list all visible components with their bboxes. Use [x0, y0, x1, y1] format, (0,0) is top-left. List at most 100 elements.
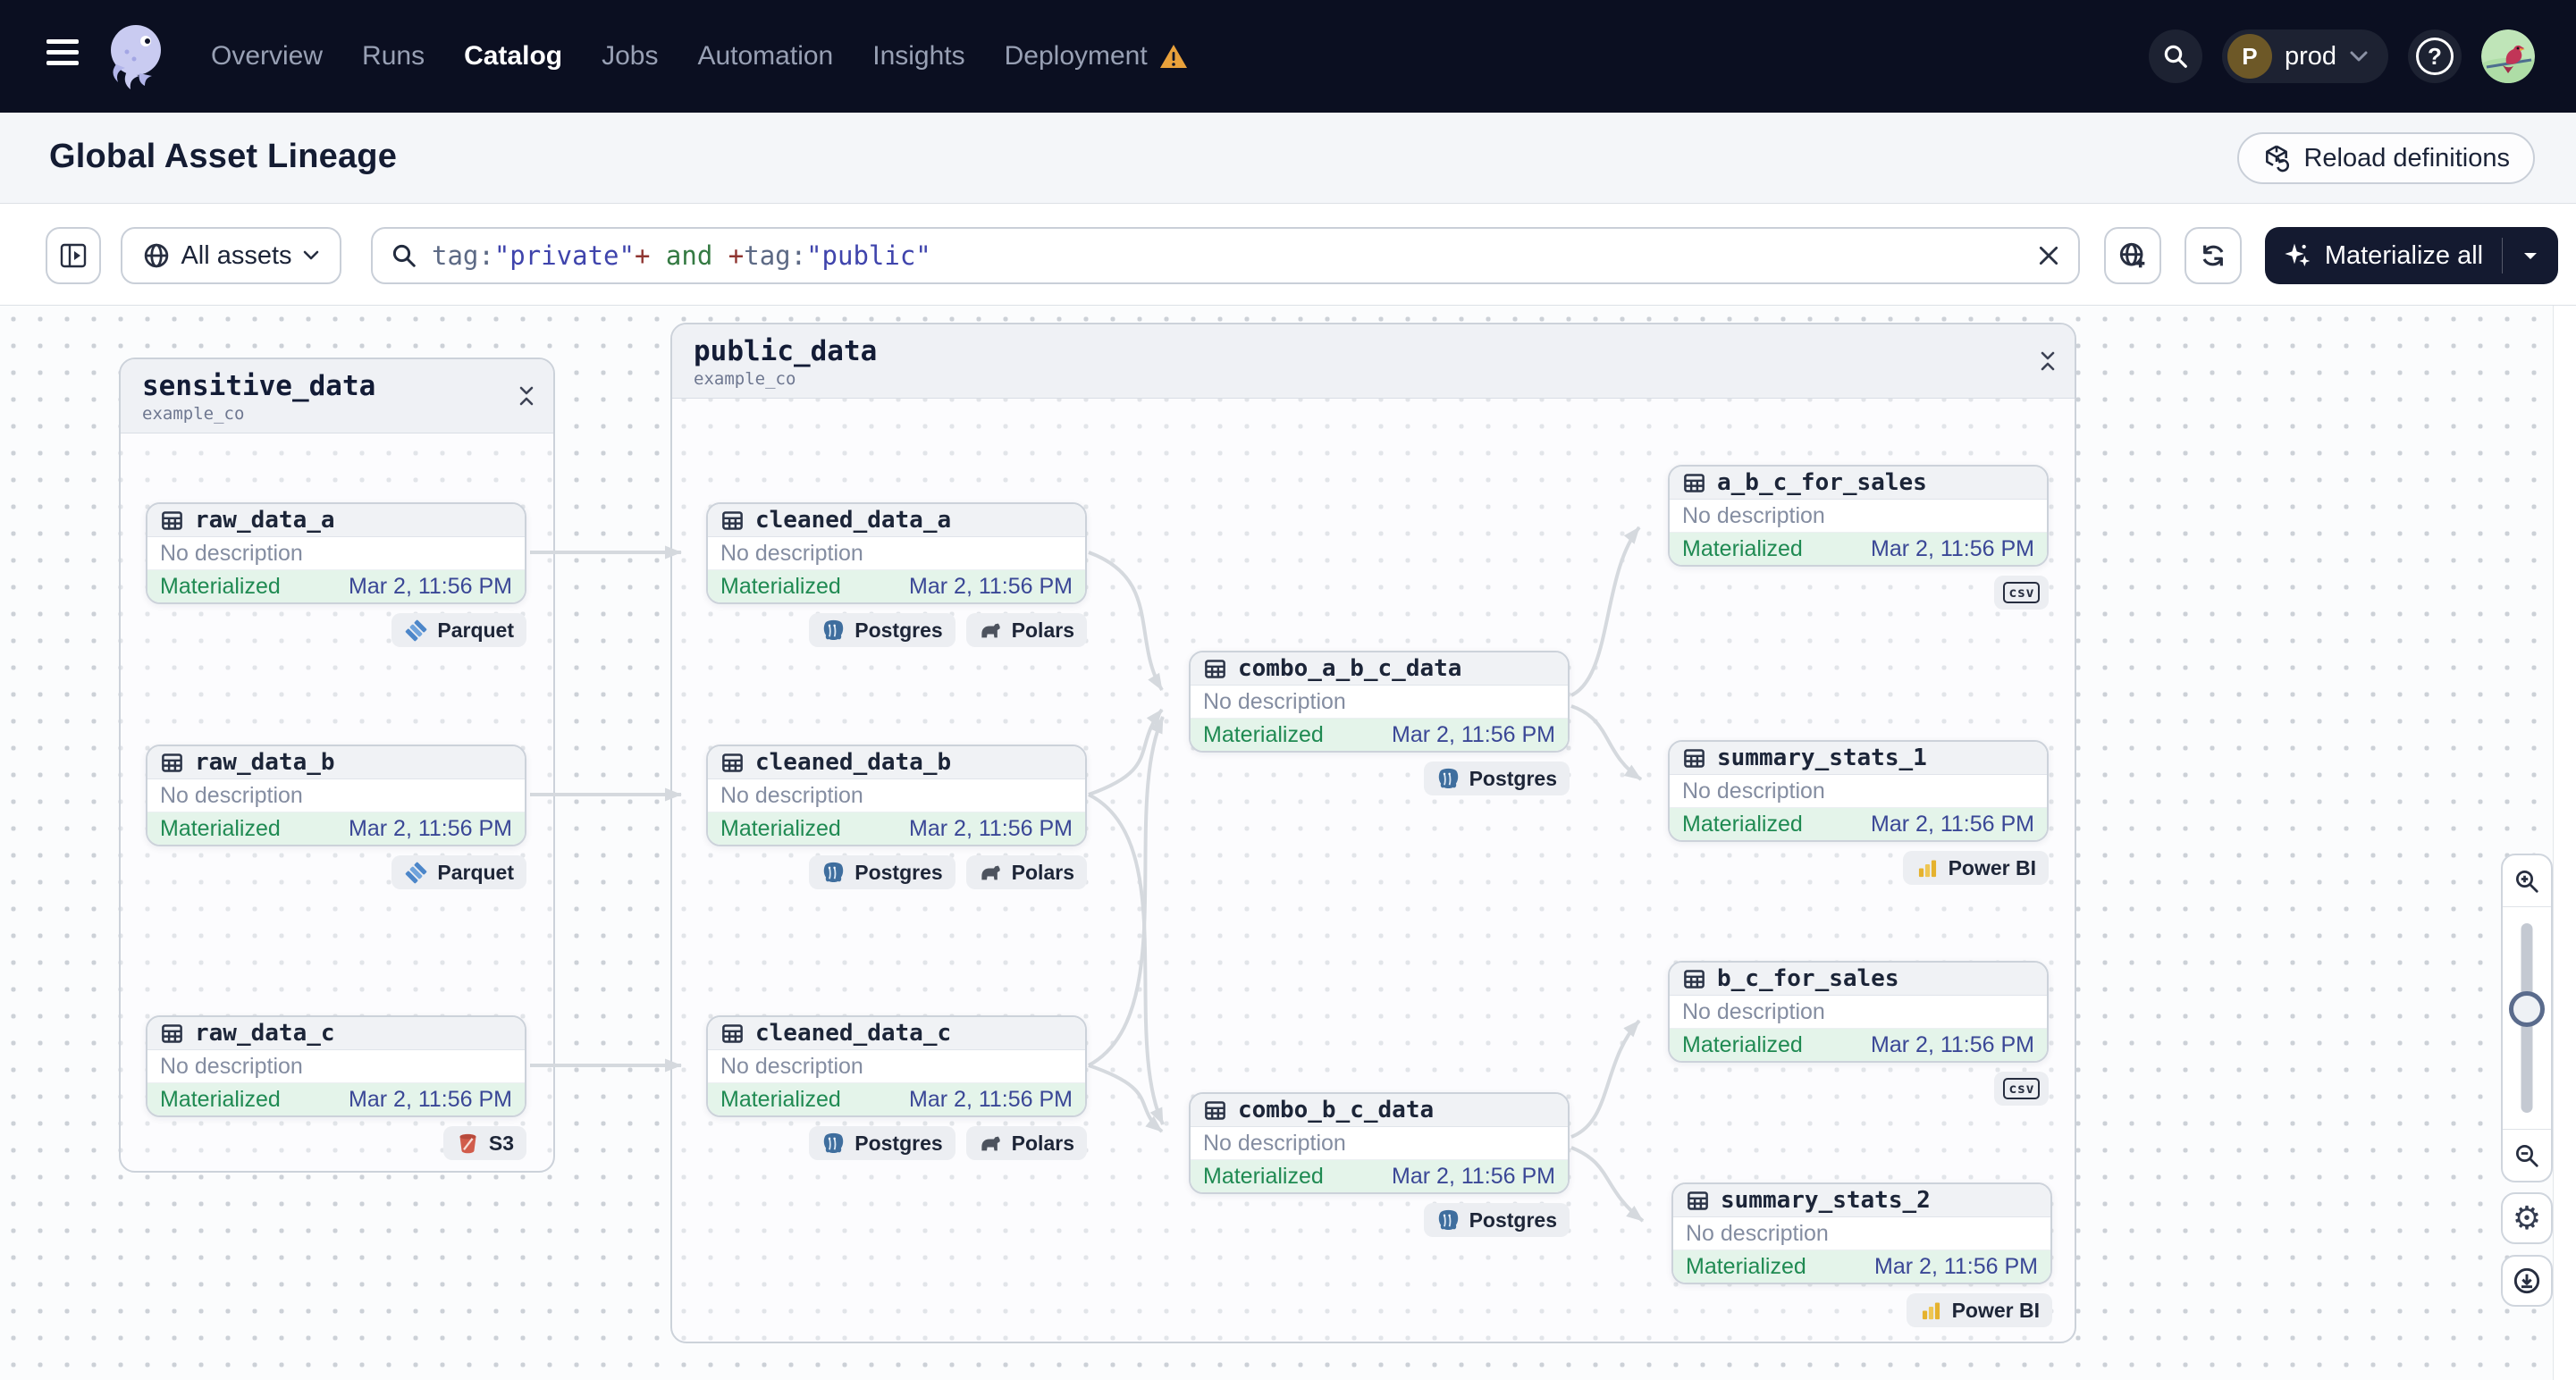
user-avatar[interactable]: [2481, 29, 2535, 83]
dagster-logo-icon[interactable]: [100, 20, 172, 93]
nav-item-overview[interactable]: Overview: [211, 41, 324, 71]
kind-tag-csv[interactable]: csv: [1994, 576, 2049, 610]
group-header-public-data[interactable]: public_data example_co: [672, 324, 2075, 399]
asset-description: No description: [1191, 1127, 1568, 1160]
nav-item-automation[interactable]: Automation: [697, 41, 834, 71]
table-icon: [160, 751, 184, 775]
kind-tag-csv[interactable]: csv: [1994, 1072, 2049, 1106]
polars-icon: [979, 1132, 1003, 1156]
asset-name: cleaned_data_c: [755, 1020, 952, 1047]
asset-timestamp[interactable]: Mar 2, 11:56 PM: [1392, 721, 1555, 747]
toggle-sidebar-button[interactable]: [46, 227, 101, 284]
asset-description: No description: [708, 779, 1085, 812]
asset-description: No description: [708, 537, 1085, 570]
postgres-icon: [821, 861, 846, 885]
table-icon: [1682, 967, 1706, 991]
asset-node-combo-b-c-data[interactable]: combo_b_c_data No description Materializ…: [1189, 1092, 1570, 1194]
asset-timestamp[interactable]: Mar 2, 11:56 PM: [909, 573, 1073, 599]
view-external-assets-button[interactable]: [2104, 227, 2161, 284]
refresh-button[interactable]: [2185, 227, 2242, 284]
nav-item-jobs[interactable]: Jobs: [602, 41, 659, 71]
graph-settings-button[interactable]: ⚙: [2501, 1192, 2553, 1244]
lineage-canvas[interactable]: [0, 306, 2576, 1380]
kind-tag-s3[interactable]: S3: [442, 1126, 526, 1160]
reload-definitions-button[interactable]: Reload definitions: [2237, 132, 2535, 184]
asset-name: raw_data_a: [195, 507, 335, 534]
nav-item-insights[interactable]: Insights: [872, 41, 965, 71]
asset-name: combo_a_b_c_data: [1238, 655, 1462, 682]
asset-timestamp[interactable]: Mar 2, 11:56 PM: [909, 815, 1073, 841]
kind-tag-postgres[interactable]: Postgres: [1423, 762, 1570, 795]
kind-tag-powerbi[interactable]: Power BI: [1906, 1293, 2052, 1327]
asset-node-b-c-for-sales[interactable]: b_c_for_sales No description Materialize…: [1668, 961, 2049, 1063]
kind-tag-postgres[interactable]: Postgres: [809, 613, 955, 647]
kind-tag-powerbi[interactable]: Power BI: [1902, 851, 2049, 885]
asset-description: No description: [147, 779, 525, 812]
asset-description: No description: [1670, 996, 2047, 1029]
materialize-all-button[interactable]: Materialize all: [2265, 241, 2502, 271]
materialize-options-button[interactable]: [2503, 250, 2558, 262]
asset-name: cleaned_data_b: [755, 749, 952, 776]
kind-tag-postgres[interactable]: Postgres: [809, 1126, 955, 1160]
group-header-sensitive-data[interactable]: sensitive_data example_co: [121, 359, 553, 433]
download-image-button[interactable]: [2501, 1255, 2553, 1307]
clear-query-icon[interactable]: [2037, 244, 2060, 267]
kind-tag-polars[interactable]: Polars: [965, 1126, 1087, 1160]
asset-timestamp[interactable]: Mar 2, 11:56 PM: [1874, 1253, 2038, 1279]
parquet-icon: [404, 618, 428, 643]
asset-node-cleaned-data-a[interactable]: cleaned_data_a No description Materializ…: [706, 502, 1087, 604]
global-search-button[interactable]: [2148, 29, 2202, 83]
kind-label: Postgres: [854, 860, 943, 884]
zoom-slider-thumb[interactable]: [2509, 991, 2545, 1028]
asset-node-cleaned-data-b[interactable]: cleaned_data_b No description Materializ…: [706, 745, 1087, 846]
lineage-query-input[interactable]: tag:"private"+ and +tag:"public": [371, 227, 2080, 284]
group-repo-label: example_co: [142, 404, 245, 424]
asset-node-summary-stats-1[interactable]: summary_stats_1 No description Materiali…: [1668, 740, 2049, 842]
menu-icon[interactable]: [46, 39, 80, 73]
collapse-group-icon[interactable]: [518, 386, 535, 406]
kind-tag-parquet[interactable]: Parquet: [391, 613, 526, 647]
collapse-group-icon[interactable]: [2039, 351, 2057, 371]
kind-label: Parquet: [437, 618, 514, 642]
scrollbar-gutter[interactable]: [2553, 306, 2576, 1380]
asset-timestamp[interactable]: Mar 2, 11:56 PM: [349, 815, 512, 841]
kind-tag-polars[interactable]: Polars: [965, 855, 1087, 889]
zoom-out-button[interactable]: [2503, 1130, 2551, 1181]
polars-icon: [979, 618, 1003, 643]
zoom-controls: [2501, 854, 2553, 1182]
powerbi-icon: [1915, 856, 1940, 880]
asset-timestamp[interactable]: Mar 2, 11:56 PM: [349, 1086, 512, 1112]
asset-timestamp[interactable]: Mar 2, 11:56 PM: [909, 1086, 1073, 1112]
parquet-icon: [404, 861, 428, 885]
asset-node-a-b-c-for-sales[interactable]: a_b_c_for_sales No description Materiali…: [1668, 465, 2049, 567]
kind-tag-postgres[interactable]: Postgres: [1423, 1203, 1570, 1237]
chevron-down-icon: [2524, 252, 2537, 259]
asset-timestamp[interactable]: Mar 2, 11:56 PM: [1871, 811, 2034, 837]
nav-item-catalog[interactable]: Catalog: [464, 41, 563, 71]
asset-timestamp[interactable]: Mar 2, 11:56 PM: [1392, 1163, 1555, 1189]
asset-node-combo-a-b-c-data[interactable]: combo_a_b_c_data No description Material…: [1189, 651, 1570, 753]
nav-item-runs[interactable]: Runs: [362, 41, 425, 71]
kind-label: Polars: [1011, 618, 1074, 642]
help-button[interactable]: ?: [2408, 29, 2462, 83]
kind-tag-postgres[interactable]: Postgres: [809, 855, 955, 889]
kind-tag-parquet[interactable]: Parquet: [391, 855, 526, 889]
globe-add-icon: [2119, 242, 2145, 268]
s3-bucket-icon: [456, 1132, 480, 1156]
asset-status: Materialized: [720, 815, 841, 841]
search-icon: [2164, 45, 2187, 68]
zoom-in-button[interactable]: [2503, 855, 2551, 906]
asset-timestamp[interactable]: Mar 2, 11:56 PM: [1871, 535, 2034, 561]
asset-timestamp[interactable]: Mar 2, 11:56 PM: [349, 573, 512, 599]
kind-tag-polars[interactable]: Polars: [965, 613, 1087, 647]
deployment-switcher[interactable]: P prod: [2221, 29, 2388, 83]
asset-node-cleaned-data-c[interactable]: cleaned_data_c No description Materializ…: [706, 1015, 1087, 1117]
asset-timestamp[interactable]: Mar 2, 11:56 PM: [1871, 1031, 2034, 1057]
asset-filter-dropdown[interactable]: All assets: [121, 227, 341, 284]
asset-node-summary-stats-2[interactable]: summary_stats_2 No description Materiali…: [1671, 1182, 2052, 1284]
nav-item-deployment[interactable]: Deployment: [1005, 41, 1189, 72]
group-title: sensitive_data: [142, 370, 376, 402]
